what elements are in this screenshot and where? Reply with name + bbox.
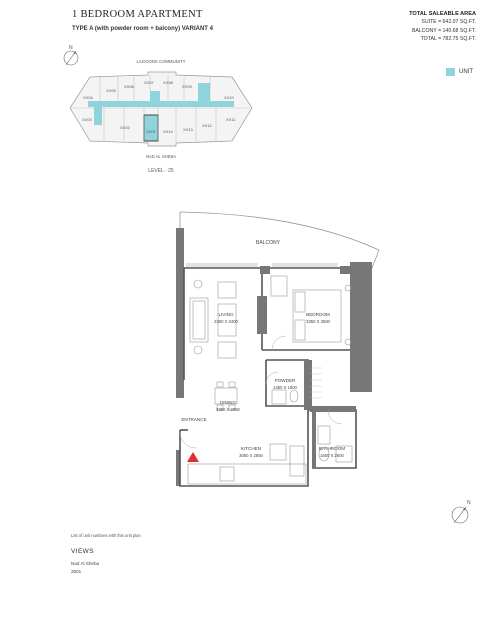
room-dim-bathroom: 1600 X 2600 [320,453,344,458]
keyplan-unit: XX02 [120,125,131,130]
keyplan-unit: XX13 [183,127,194,132]
view-unit-number: 2501 [71,569,82,574]
room-label-powder: POWDER [275,378,296,383]
compass-icon: N [63,45,79,66]
unit-list-note: List of unit numbers with this unit plan [71,533,141,538]
saleable-area-block: TOTAL SALEABLE AREA SUITE = 642.07 SQ.FT… [409,10,476,43]
unit-type-subtitle: TYPE A (with powder room + balcony) VARI… [72,26,213,32]
entrance-marker-icon [187,452,199,462]
room-label-balcony: BALCONY [256,240,281,246]
compass-north-label: N [69,45,73,51]
keyplan-unit: XX08 [163,80,174,85]
keyplan-unit: XX12 [202,123,213,128]
key-plan: LAGOONS COMMUNITY XX04 XX05 XX06 XX07 XX… [69,59,253,174]
keyplan-top-label: LAGOONS COMMUNITY [137,59,186,64]
keyplan-unit: XX11 [226,117,236,122]
page-title: 1 BEDROOM APARTMENT [72,9,203,20]
room-label-bathroom: BATHROOM [319,446,345,451]
keyplan-unit: XX14 [163,129,174,134]
keyplan-unit: XX09 [182,84,193,89]
keyplan-highlighted-unit [143,114,159,142]
keyplan-unit: XX04 [83,95,94,100]
keyplan-level: LEVEL - 25 [148,168,174,174]
room-dim-powder: 1450 X 1600 [273,385,297,390]
keyplan-corridor [88,101,234,107]
keyplan-unit: XX10 [224,95,235,100]
compass-icon: N [451,500,471,524]
floor-plan: BALCONY LIVING 3350 X 3400 BEDROOM 3350 … [176,211,380,487]
keyplan-unit: XX06 [124,84,135,89]
room-dim-living: 3350 X 3400 [214,319,238,324]
room-label-living: LIVING [218,312,233,317]
room-label-bedroom: BEDROOM [306,312,330,317]
keyplan-unit: XX07 [144,80,155,85]
unit-swatch [446,68,455,76]
keyplan-unit: XX01 [146,129,157,134]
keyplan-unit: XX03 [82,117,93,122]
suite-area: SUITE = 642.07 SQ.FT. [421,19,476,26]
room-dim-bedroom: 3350 X 3500 [306,319,330,324]
room-label-entrance: ENTRANCE [181,417,206,422]
area-heading: TOTAL SALEABLE AREA [409,11,476,17]
views-heading: VIEWS [71,548,94,555]
balcony-area: BALCONY = 140.68 SQ.FT. [411,27,476,34]
keyplan-bottom-label: NAD AL SHEBA [146,154,176,159]
keyplan-unit: XX05 [106,88,117,93]
compass-north-label: N [467,500,471,506]
unit-legend-label: UNIT [459,69,473,75]
room-label-kitchen: KITCHEN [241,446,261,451]
room-dim-dining: 3350 X 2050 [216,407,240,412]
room-dim-kitchen: 3050 X 2650 [239,453,263,458]
total-area: TOTAL = 782.75 SQ.FT. [420,35,476,42]
unit-legend: UNIT [446,68,473,76]
view-name: Nad Al Sheba [71,561,100,566]
room-label-dining: DINING [220,400,237,405]
